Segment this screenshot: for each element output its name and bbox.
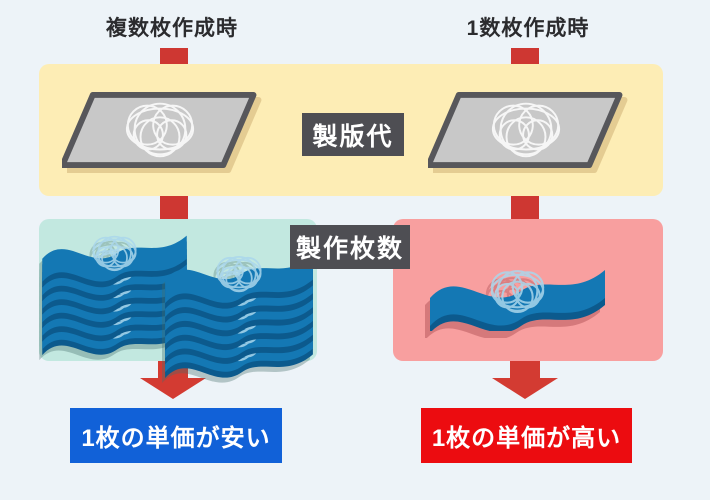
right-column-title: 1数枚作成時: [466, 17, 590, 40]
connector-bar: [160, 194, 188, 221]
connector-bar: [511, 194, 539, 221]
result-box-expensive: 1枚の単価が高い: [421, 408, 632, 463]
connector-bar: [511, 48, 539, 66]
result-box-cheap: 1枚の単価が安い: [70, 408, 282, 463]
plate-cost-label: 製版代: [302, 113, 404, 156]
down-arrow-icon: [492, 361, 558, 399]
left-column-title: 複数枚作成時: [106, 17, 238, 40]
connector-bar: [160, 48, 188, 66]
production-quantity-label: 製作枚数: [290, 225, 410, 269]
print-plate-icon-left: [62, 92, 258, 168]
print-plate-icon-right: [428, 92, 624, 168]
printed-sheet-icon: [428, 258, 607, 335]
